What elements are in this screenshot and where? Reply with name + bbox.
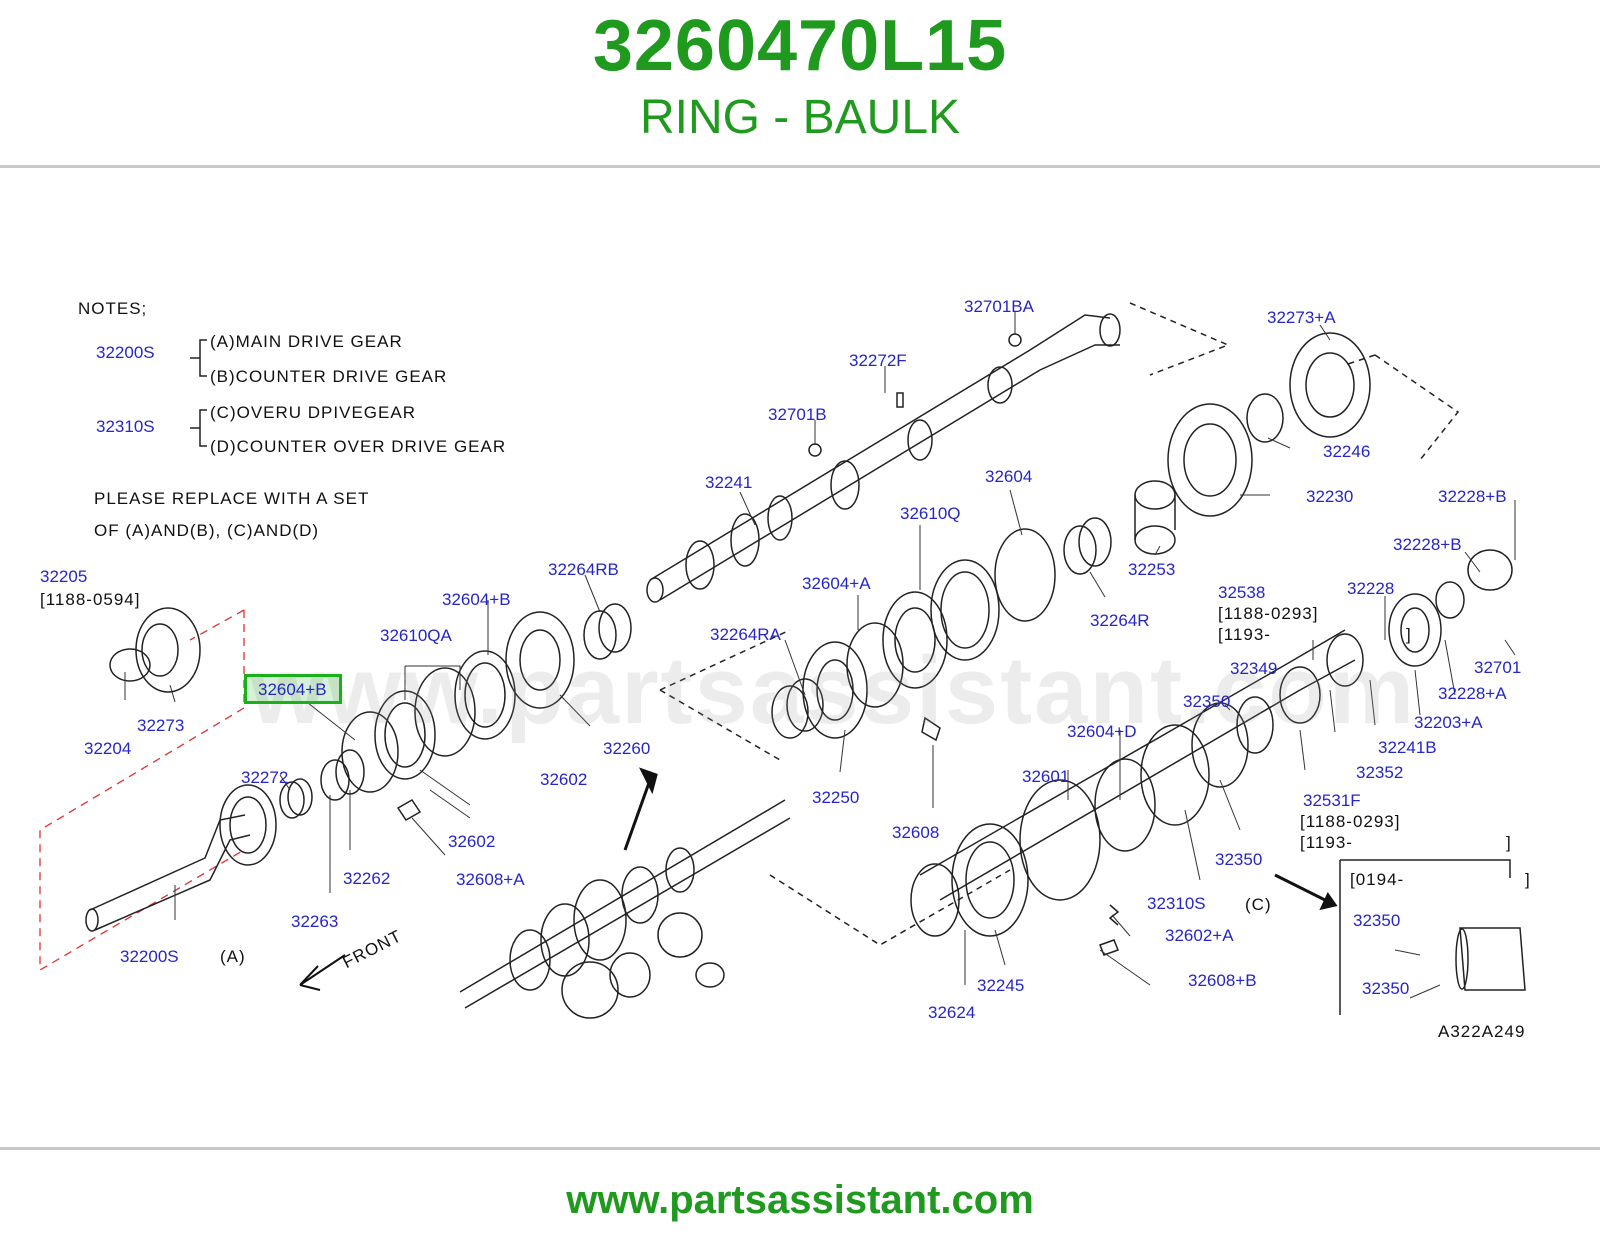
notes-item: (D)COUNTER OVER DRIVE GEAR (210, 437, 507, 456)
date-range-label: [1188-0293] (1300, 812, 1401, 831)
notes-group-code[interactable]: 32310S (96, 417, 155, 436)
group-letter: (A) (220, 947, 246, 966)
group-letter: (C) (1245, 895, 1272, 914)
highlighted-part-box (244, 674, 342, 704)
part-label[interactable]: 32604+D (1067, 722, 1137, 741)
part-label[interactable]: 32205 (40, 567, 88, 586)
part-label[interactable]: 32228+B (1393, 535, 1462, 554)
part-label[interactable]: 32602+A (1165, 926, 1234, 945)
notes-instruction: OF (A)AND(B), (C)AND(D) (94, 521, 320, 540)
part-label[interactable]: 32350 (1353, 911, 1401, 930)
part-label[interactable]: 32531F (1303, 791, 1361, 810)
date-range-label: [0194- (1350, 870, 1405, 889)
footer-url[interactable]: www.partsassistant.com (566, 1178, 1034, 1222)
part-label[interactable]: 32350 (1362, 979, 1410, 998)
part-label[interactable]: 32203+A (1414, 713, 1483, 732)
date-range-label: [1188-0594] (40, 590, 141, 609)
part-label[interactable]: 32608 (892, 823, 940, 842)
part-label[interactable]: 32602 (540, 770, 588, 789)
part-label[interactable]: 32246 (1323, 442, 1371, 461)
part-label[interactable]: 32241 (705, 473, 753, 492)
part-label[interactable]: 32608+B (1188, 971, 1257, 990)
part-label[interactable]: 32701BA (964, 297, 1034, 316)
part-label[interactable]: 32701B (768, 405, 827, 424)
part-label[interactable]: 32701 (1474, 658, 1522, 677)
part-label[interactable]: 32204 (84, 739, 132, 758)
part-label[interactable]: 32538 (1218, 583, 1266, 602)
part-label[interactable]: 32262 (343, 869, 391, 888)
notes-item: (A)MAIN DRIVE GEAR (210, 332, 403, 351)
part-label[interactable]: 32604+A (802, 574, 871, 593)
notes-item: (B)COUNTER DRIVE GEAR (210, 367, 448, 386)
date-range-label: [1193- (1300, 833, 1353, 852)
part-label[interactable]: 32350 (1183, 692, 1231, 711)
part-label[interactable]: 32228+A (1438, 684, 1507, 703)
part-label[interactable]: 32350 (1215, 850, 1263, 869)
part-label[interactable]: 32608+A (456, 870, 525, 889)
part-label[interactable]: 32228+B (1438, 487, 1507, 506)
part-label[interactable]: 32228 (1347, 579, 1395, 598)
part-label[interactable]: 32310S (1147, 894, 1206, 913)
part-number-title: 3260470L15 (592, 6, 1008, 86)
part-label[interactable]: 32230 (1306, 487, 1354, 506)
date-range-close: ] (1525, 870, 1531, 889)
notes-group-code[interactable]: 32200S (96, 343, 155, 362)
part-label[interactable]: 32264RA (710, 625, 781, 644)
highlighted-part-label[interactable]: 32604+B (258, 680, 327, 699)
notes-title: NOTES; (78, 299, 148, 318)
footer-divider (0, 1147, 1600, 1150)
part-label[interactable]: 32610Q (900, 504, 961, 523)
part-label[interactable]: 32245 (977, 976, 1025, 995)
header-divider (0, 165, 1600, 168)
part-label[interactable]: 32610QA (380, 626, 452, 645)
part-label[interactable]: 32352 (1356, 763, 1404, 782)
date-range-label: [1193- (1218, 625, 1271, 644)
part-label[interactable]: 32272F (849, 351, 907, 370)
part-label[interactable]: 32250 (812, 788, 860, 807)
part-label[interactable]: 32349 (1230, 659, 1278, 678)
part-label[interactable]: 32241B (1378, 738, 1437, 757)
notes-instruction: PLEASE REPLACE WITH A SET (94, 489, 370, 508)
part-label[interactable]: 32604+B (442, 590, 511, 609)
part-label[interactable]: 32604 (985, 467, 1033, 486)
part-name-subtitle: RING - BAULK (639, 91, 961, 144)
date-range-close: ] (1506, 833, 1512, 852)
part-label[interactable]: 32253 (1128, 560, 1176, 579)
part-label[interactable]: 32272 (241, 768, 289, 787)
part-label[interactable]: 32264R (1090, 611, 1150, 630)
part-label[interactable]: 32200S (120, 947, 179, 966)
part-label[interactable]: 32273 (137, 716, 185, 735)
diagram-reference-code: A322A249 (1438, 1022, 1526, 1041)
date-range-close: ] (1406, 625, 1412, 644)
part-label[interactable]: 32273+A (1267, 308, 1336, 327)
part-label[interactable]: 32260 (603, 739, 651, 758)
part-label[interactable]: 32263 (291, 912, 339, 931)
part-label[interactable]: 32601 (1022, 767, 1070, 786)
notes-item: (C)OVERU DPIVEGEAR (210, 403, 416, 422)
part-label[interactable]: 32624 (928, 1003, 976, 1022)
part-label[interactable]: 32264RB (548, 560, 619, 579)
part-label[interactable]: 32602 (448, 832, 496, 851)
date-range-label: [1188-0293] (1218, 604, 1319, 623)
